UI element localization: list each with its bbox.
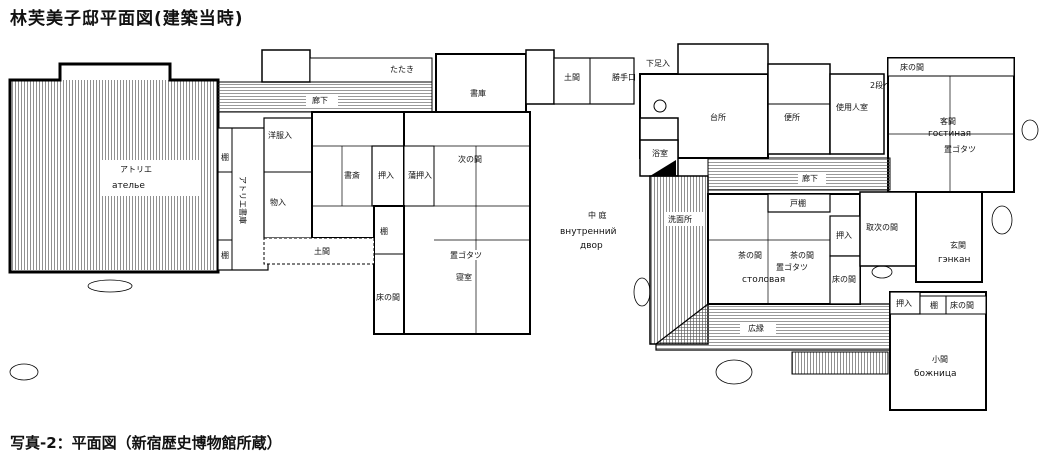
- kyakuma-label: 客間: [940, 116, 956, 126]
- katteguchi-label: 勝手口: [612, 72, 636, 82]
- garden-stones: [9, 119, 1039, 385]
- dining-block: 戸棚 茶の間 茶の間 置ゴタツ столовая 押入 床の間: [707, 193, 861, 305]
- servant-block: 便所 使用人室 2段ベッド: [767, 63, 907, 155]
- todana-label: 戸棚: [790, 198, 806, 208]
- kotatsu-label-3: 置ゴタツ: [776, 262, 808, 272]
- nakaniwa-label: 中 庭: [588, 210, 607, 220]
- oshiire-label-2: 押入: [836, 230, 852, 240]
- plan-caption: 写真-2：平面図（新宿歴史博物館所蔵）: [10, 434, 282, 452]
- atelier-label: アトリエ: [120, 165, 152, 174]
- book-storage: 書庫: [435, 53, 527, 119]
- shitaire-label: 下足入: [646, 59, 670, 68]
- kitchen-block: 台所 浴室 洗面所: [639, 43, 769, 345]
- kyakuma-ru-label: гостиная: [928, 129, 971, 139]
- corridor-top-label: 廊下: [312, 95, 328, 105]
- veranda: 広縁: [655, 303, 891, 375]
- shelf-label-2: 棚: [221, 250, 229, 260]
- bedroom-block: 次の間 蒲押入 置ゴタツ 寝室 棚 床の間: [373, 111, 531, 335]
- nakaniwa-ru-label-2: двор: [580, 241, 603, 251]
- courtyard: 中 庭 внутренний двор: [560, 210, 617, 251]
- oshiire-label-1: 押入: [378, 170, 394, 180]
- entrance-block: 取次の間 玄関 гэнкан: [859, 191, 983, 283]
- corridor-mid-label: 廊下: [802, 173, 818, 183]
- tokonoma-label-2: 床の間: [900, 62, 924, 72]
- chanoma-label-2: 茶の間: [790, 250, 814, 260]
- shoko-label: 書庫: [470, 88, 486, 98]
- tokonoma-label-3: 床の間: [832, 274, 856, 284]
- small-room: 押入 棚 床の間 小間 божница: [889, 291, 987, 411]
- koma-label: 小間: [932, 355, 948, 364]
- benjo-label: 便所: [784, 112, 800, 122]
- passage-top: 土間 勝手口 下足入: [525, 49, 670, 105]
- plan-title: 林芙美子邸平面図(建築当時): [10, 9, 244, 29]
- atelier-store-label: アトリエ書庫: [238, 176, 248, 224]
- doma-bottom: 土間: [263, 237, 375, 265]
- tokonoma-label-1: 床の間: [376, 292, 400, 302]
- senmenjo-label: 洗面所: [668, 214, 692, 224]
- koma-ru-label: божница: [914, 369, 957, 379]
- doma2-label: 土間: [564, 72, 580, 82]
- yokushitsu-label: 浴室: [652, 148, 668, 158]
- kotatsu-label-2: 置ゴタツ: [944, 144, 976, 154]
- corridor-top: 廊下 たたき: [217, 49, 433, 113]
- atelier-storage: 棚 棚 アトリエ書庫: [217, 127, 269, 271]
- nakaniwa-ru-label-1: внутренний: [560, 227, 617, 237]
- genkan-label: 玄関: [950, 240, 966, 250]
- tataki-label: たたき: [390, 65, 414, 74]
- genkan-ru-label: гэнкан: [938, 255, 971, 265]
- kasa-oshiire-label: 蒲押入: [408, 170, 432, 180]
- hiroen-label: 広縁: [748, 323, 764, 333]
- shelf-label-1: 棚: [221, 152, 229, 162]
- guest-room: 床の間 客間 гостиная 置ゴタツ: [887, 57, 1015, 193]
- oshiire-label-3: 押入: [896, 298, 912, 308]
- shelf-label-3: 棚: [380, 226, 388, 236]
- youfuku-label: 洋服入: [268, 130, 292, 140]
- stolovaya-label: столовая: [742, 275, 785, 285]
- atelier-room: アトリエ ательe: [8, 62, 220, 274]
- shosai-label: 書斎: [344, 170, 360, 180]
- corridor-mid: 廊下: [707, 157, 891, 191]
- daidokoro-label: 台所: [710, 112, 726, 122]
- shelf-label-4: 棚: [930, 300, 938, 310]
- monoire-label: 物入: [270, 197, 286, 207]
- shinshitsu-label: 寝室: [456, 272, 472, 282]
- shiyoujin-label: 使用人室: [836, 102, 868, 112]
- atelier-ru-label: ательe: [112, 181, 145, 191]
- kotatsu-label-1: 置ゴタツ: [450, 250, 482, 260]
- toritsugi-label: 取次の間: [866, 222, 898, 232]
- chanoma-label-1: 茶の間: [738, 250, 762, 260]
- closet-area: 洋服入 物入: [263, 117, 313, 239]
- tokonoma-label-4: 床の間: [950, 300, 974, 310]
- doma-label: 土間: [314, 246, 330, 256]
- tsugi-label: 次の間: [458, 154, 482, 164]
